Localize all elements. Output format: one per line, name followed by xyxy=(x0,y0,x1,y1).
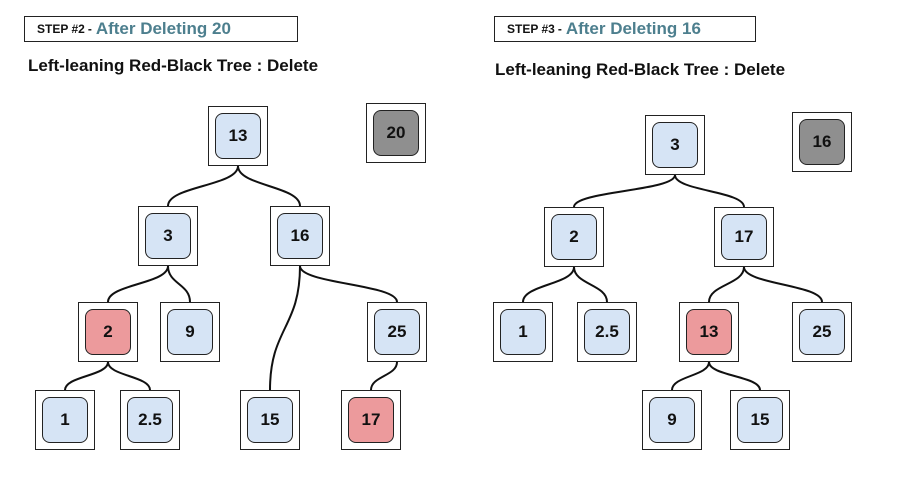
tree-node-15: 15 xyxy=(240,390,300,450)
tree-edge-2-1 xyxy=(522,266,575,303)
tree-node-17: 17 xyxy=(341,390,401,450)
tree-edge-16-25 xyxy=(299,265,398,303)
node-key: 20 xyxy=(373,110,419,156)
tree-node-9: 9 xyxy=(642,390,702,450)
node-key: 17 xyxy=(721,214,767,260)
node-key: 9 xyxy=(649,397,695,443)
tree-edges xyxy=(64,165,398,391)
node-key: 13 xyxy=(215,113,261,159)
tree-node-16: 16 xyxy=(270,206,330,266)
step-description: After Deleting 16 xyxy=(565,19,701,38)
removed-node: 20 xyxy=(366,103,426,163)
tree-edge-2-1 xyxy=(64,361,109,391)
tree-edge-2-2.5 xyxy=(107,361,151,391)
tree-node-13: 13 xyxy=(679,302,739,362)
tree-edge-17-25 xyxy=(743,266,823,303)
removed-node: 16 xyxy=(792,112,852,172)
step-label: STEP #3 xyxy=(507,22,555,36)
node-key: 1 xyxy=(42,397,88,443)
tree-node-9: 9 xyxy=(160,302,220,362)
tree-edge-17-13 xyxy=(708,266,745,303)
node-key: 16 xyxy=(799,119,845,165)
step-separator: - xyxy=(557,22,562,36)
step-description: After Deleting 20 xyxy=(95,19,231,38)
step-label: STEP #2 xyxy=(37,22,85,36)
node-key: 15 xyxy=(737,397,783,443)
node-key: 2 xyxy=(551,214,597,260)
tree-node-17: 17 xyxy=(714,207,774,267)
tree-edge-13-9 xyxy=(671,361,710,391)
node-key: 9 xyxy=(167,309,213,355)
tree-node-2-5: 2.5 xyxy=(120,390,180,450)
tree-edge-3-2 xyxy=(107,265,169,303)
node-key: 3 xyxy=(652,122,698,168)
node-key: 1 xyxy=(500,309,546,355)
tree-node-2: 2 xyxy=(78,302,138,362)
panel-step-3: STEP #3 - After Deleting 16 Left-leaning… xyxy=(452,0,905,488)
node-key: 25 xyxy=(374,309,420,355)
tree-edge-16-15 xyxy=(269,265,301,391)
node-key: 16 xyxy=(277,213,323,259)
node-key: 2.5 xyxy=(127,397,173,443)
tree-node-1: 1 xyxy=(35,390,95,450)
tree-edge-25-17 xyxy=(370,361,398,391)
node-key: 15 xyxy=(247,397,293,443)
tree-edge-3-9 xyxy=(167,265,191,303)
tree-node-13: 13 xyxy=(208,106,268,166)
tree-node-3: 3 xyxy=(645,115,705,175)
tree-edge-2-2.5 xyxy=(573,266,608,303)
tree-edge-13-16 xyxy=(237,165,301,207)
node-key: 25 xyxy=(799,309,845,355)
tree-node-3: 3 xyxy=(138,206,198,266)
tree-node-2-5: 2.5 xyxy=(577,302,637,362)
tree-node-15: 15 xyxy=(730,390,790,450)
tree-node-2: 2 xyxy=(544,207,604,267)
tree-node-25: 25 xyxy=(792,302,852,362)
tree-edge-3-2 xyxy=(573,174,676,208)
node-key: 2 xyxy=(85,309,131,355)
tree-edges xyxy=(522,174,823,391)
tree-node-25: 25 xyxy=(367,302,427,362)
tree-edge-13-15 xyxy=(708,361,761,391)
node-key: 2.5 xyxy=(584,309,630,355)
step-header: STEP #2 - After Deleting 20 xyxy=(24,16,298,42)
tree-edge-3-17 xyxy=(674,174,745,208)
node-key: 3 xyxy=(145,213,191,259)
subtitle: Left-leaning Red-Black Tree : Delete xyxy=(28,56,319,75)
node-key: 17 xyxy=(348,397,394,443)
tree-edge-13-3 xyxy=(167,165,239,207)
step-separator: - xyxy=(87,22,92,36)
subtitle: Left-leaning Red-Black Tree : Delete xyxy=(495,60,786,79)
panel-step-2: STEP #2 - After Deleting 20 Left-leaning… xyxy=(0,0,450,488)
step-header: STEP #3 - After Deleting 16 xyxy=(494,16,756,42)
tree-node-1: 1 xyxy=(493,302,553,362)
node-key: 13 xyxy=(686,309,732,355)
